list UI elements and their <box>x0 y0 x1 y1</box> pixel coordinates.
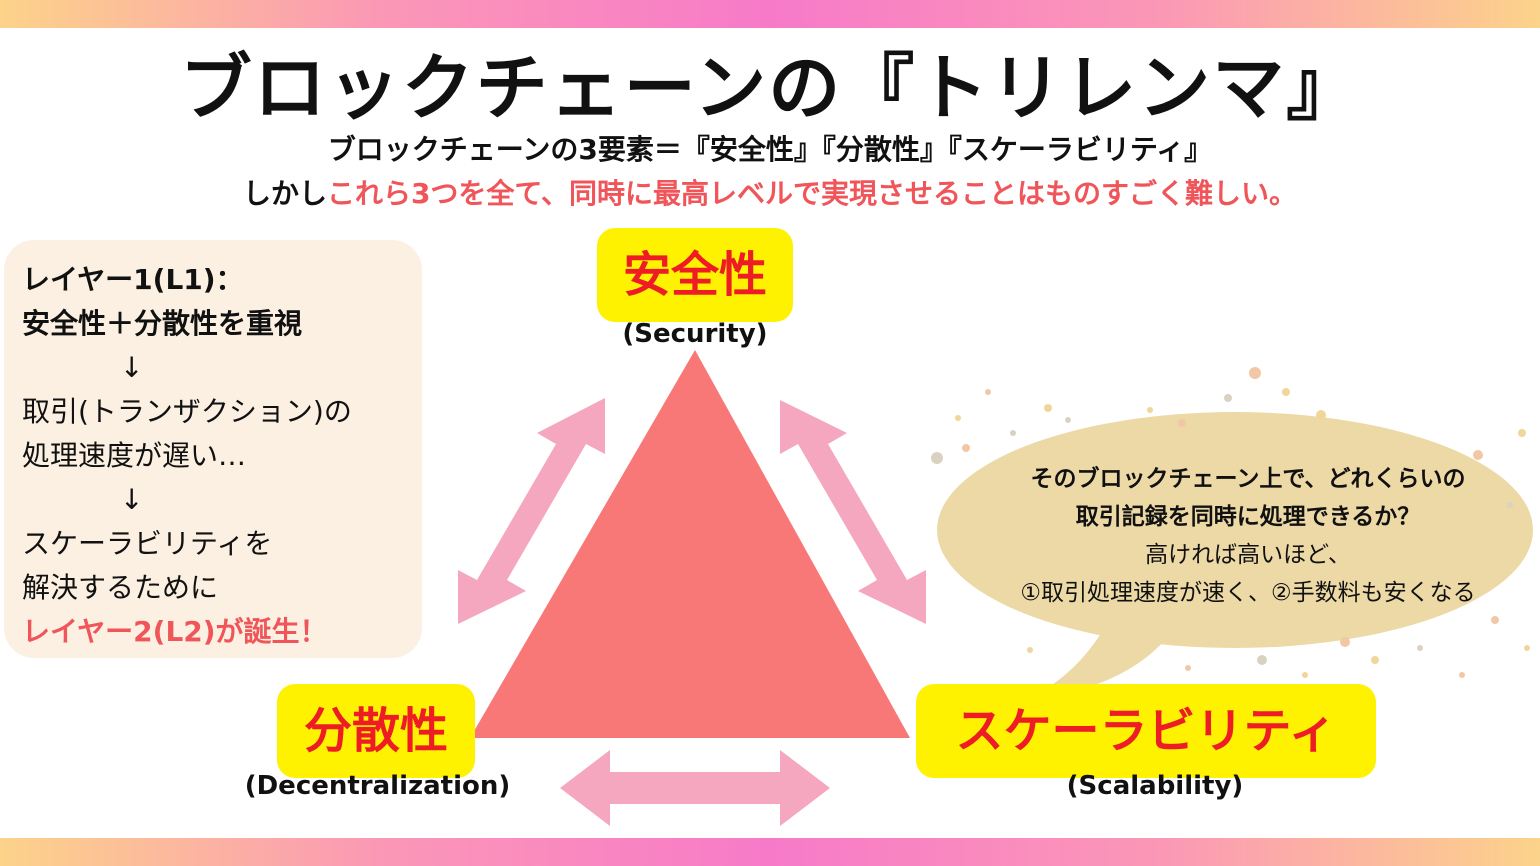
speech-bubble <box>937 412 1533 700</box>
scalability-english: (Scalability) <box>1066 771 1244 801</box>
layer1-text-2: 処理速度が遅い… <box>22 439 247 472</box>
double-arrow-bottom <box>560 750 830 826</box>
layer1-explanation-box: レイヤー1(L1)： 安全性＋分散性を重視 ↓ 取引(トランザクション)の 処理… <box>4 240 422 658</box>
security-label: 安全性 <box>597 228 793 322</box>
subtitle-difficulty: しかしこれら3つを全て、同時に最高レベルで実現させることはものすごく難しい。 <box>0 176 1540 212</box>
trilemma-triangle <box>470 350 910 738</box>
down-arrow-icon: ↓ <box>120 483 144 516</box>
layer1-focus: 安全性＋分散性を重視 <box>22 307 303 340</box>
page-title: ブロックチェーンの『トリレンマ』 <box>179 46 1361 130</box>
scalability-label: スケーラビリティ <box>916 684 1376 778</box>
speech-bubble-text: そのブロックチェーン上で、どれくらいの 取引記録を同時に処理できるか？ 高ければ… <box>958 460 1538 612</box>
layer2-highlight: レイヤー2(L2)が誕生！ <box>22 615 328 648</box>
double-arrow-right <box>780 400 926 624</box>
down-arrow-icon: ↓ <box>120 351 144 384</box>
layer1-text-1: 取引(トランザクション)の <box>22 395 352 428</box>
security-english: (Security) <box>622 319 768 349</box>
bubble-line-2: 取引記録を同時に処理できるか？ <box>1075 504 1421 530</box>
top-gradient-band <box>0 0 1540 28</box>
bottom-gradient-band <box>0 838 1540 866</box>
decentralization-label: 分散性 <box>277 684 475 778</box>
speech-bubble-body <box>937 412 1533 648</box>
bubble-line-4: ①取引処理速度が速く、②手数料も安くなる <box>1020 580 1476 606</box>
bubble-line-3: 高ければ高いほど、 <box>1145 542 1351 568</box>
layer1-text-3: スケーラビリティを <box>22 527 273 560</box>
subtitle-highlight: これら3つを全て、同時に最高レベルで実現させることはものすごく難しい。 <box>326 177 1298 210</box>
double-arrow-left <box>458 398 605 624</box>
layer1-text-4: 解決するために <box>22 571 219 604</box>
decentralization-english: (Decentralization) <box>244 771 511 801</box>
subtitle-elements: ブロックチェーンの3要素＝『安全性』『分散性』『スケーラビリティ』 <box>327 133 1213 166</box>
layer1-heading: レイヤー1(L1)： <box>22 263 244 296</box>
speech-bubble-tail <box>1025 635 1165 700</box>
decorative-dots <box>931 367 1530 678</box>
bubble-line-1: そのブロックチェーン上で、どれくらいの <box>1030 466 1466 492</box>
subtitle-prefix: しかし <box>242 177 327 210</box>
